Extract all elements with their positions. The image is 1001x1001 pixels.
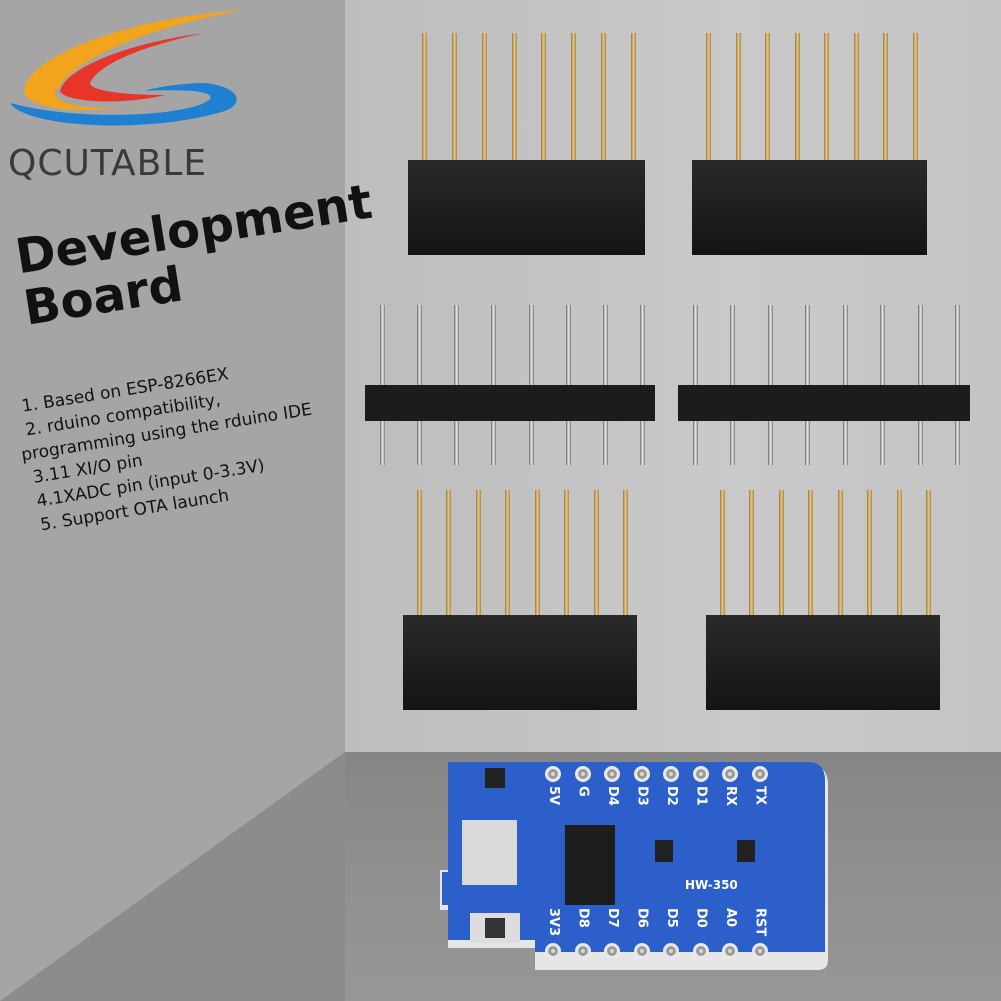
pin-label: TX (752, 786, 768, 805)
pin-pad (633, 766, 650, 782)
board-pcb (440, 762, 828, 970)
header-body (365, 385, 655, 421)
header-pin (837, 490, 843, 615)
header-body (408, 160, 645, 255)
pin-pad (574, 766, 591, 782)
pin-pad (663, 943, 679, 959)
pin-pad (545, 943, 561, 959)
header-pin (593, 490, 599, 615)
pin-label: RST (752, 908, 768, 937)
header-pin (623, 490, 628, 615)
header-pin (749, 490, 755, 615)
header-pin (631, 33, 636, 160)
header-pin (808, 490, 814, 615)
header-pin (926, 490, 931, 615)
pin-pad (692, 943, 709, 959)
header-pin (883, 33, 889, 160)
pin-label: D2 (664, 786, 679, 806)
header-pin (913, 33, 918, 160)
header-pin (481, 33, 487, 160)
header-pin (422, 33, 427, 160)
brand-name: QCUTABLE (8, 143, 208, 184)
header-pin (564, 490, 570, 615)
pin-label: D8 (575, 908, 591, 928)
header-pin (720, 490, 725, 615)
header-pin (735, 33, 741, 160)
header-pin (534, 490, 540, 615)
header-pin (505, 490, 511, 615)
pin-pad (722, 766, 738, 782)
header-pin (896, 490, 902, 615)
header-pin (446, 490, 452, 615)
pin-pad (663, 766, 679, 782)
development-board: 5V G D4 D3 D2 D1 RX TX 3V3 D8 D7 D6 D5 D0 A0 RST HW-350 (440, 760, 830, 975)
pin-pad (574, 943, 591, 959)
header-pin (511, 33, 517, 160)
header-pin (601, 33, 607, 160)
header-pin (867, 490, 873, 615)
header-body (706, 615, 940, 710)
pin-pad (604, 766, 620, 782)
header-pin (451, 33, 457, 160)
pin-pad (633, 943, 650, 959)
header-pin (706, 33, 711, 160)
header-pin (824, 33, 830, 160)
pin-label: 5V (546, 786, 561, 806)
pin-pad (545, 766, 561, 782)
pin-label: G (575, 786, 591, 797)
header-body (403, 615, 637, 710)
pin-pad (751, 766, 768, 782)
header-pin (541, 33, 547, 160)
header-pin (853, 33, 859, 160)
pin-label: D5 (664, 908, 679, 928)
header-pin (794, 33, 800, 160)
header-pin (571, 33, 577, 160)
pin-label: D0 (693, 908, 709, 928)
header-pin (475, 490, 481, 615)
pin-label: D7 (605, 908, 620, 928)
header-pin (417, 490, 422, 615)
pin-label: RX (723, 786, 738, 807)
pin-label: D1 (693, 786, 709, 806)
header-body (678, 385, 970, 421)
header-pin (778, 490, 784, 615)
pin-label: D6 (634, 908, 650, 928)
pin-pad (692, 766, 709, 782)
pin-label: A0 (723, 908, 738, 928)
pin-pad (751, 943, 768, 959)
board-model-label: HW-350 (685, 878, 738, 892)
pin-label: D4 (605, 786, 620, 806)
pin-label: D3 (634, 786, 650, 806)
brand-logo (10, 10, 245, 126)
pin-label: 3V3 (546, 908, 561, 937)
pin-pad (604, 943, 620, 959)
header-body (692, 160, 927, 255)
pin-pad (722, 943, 738, 959)
header-pin (765, 33, 771, 160)
